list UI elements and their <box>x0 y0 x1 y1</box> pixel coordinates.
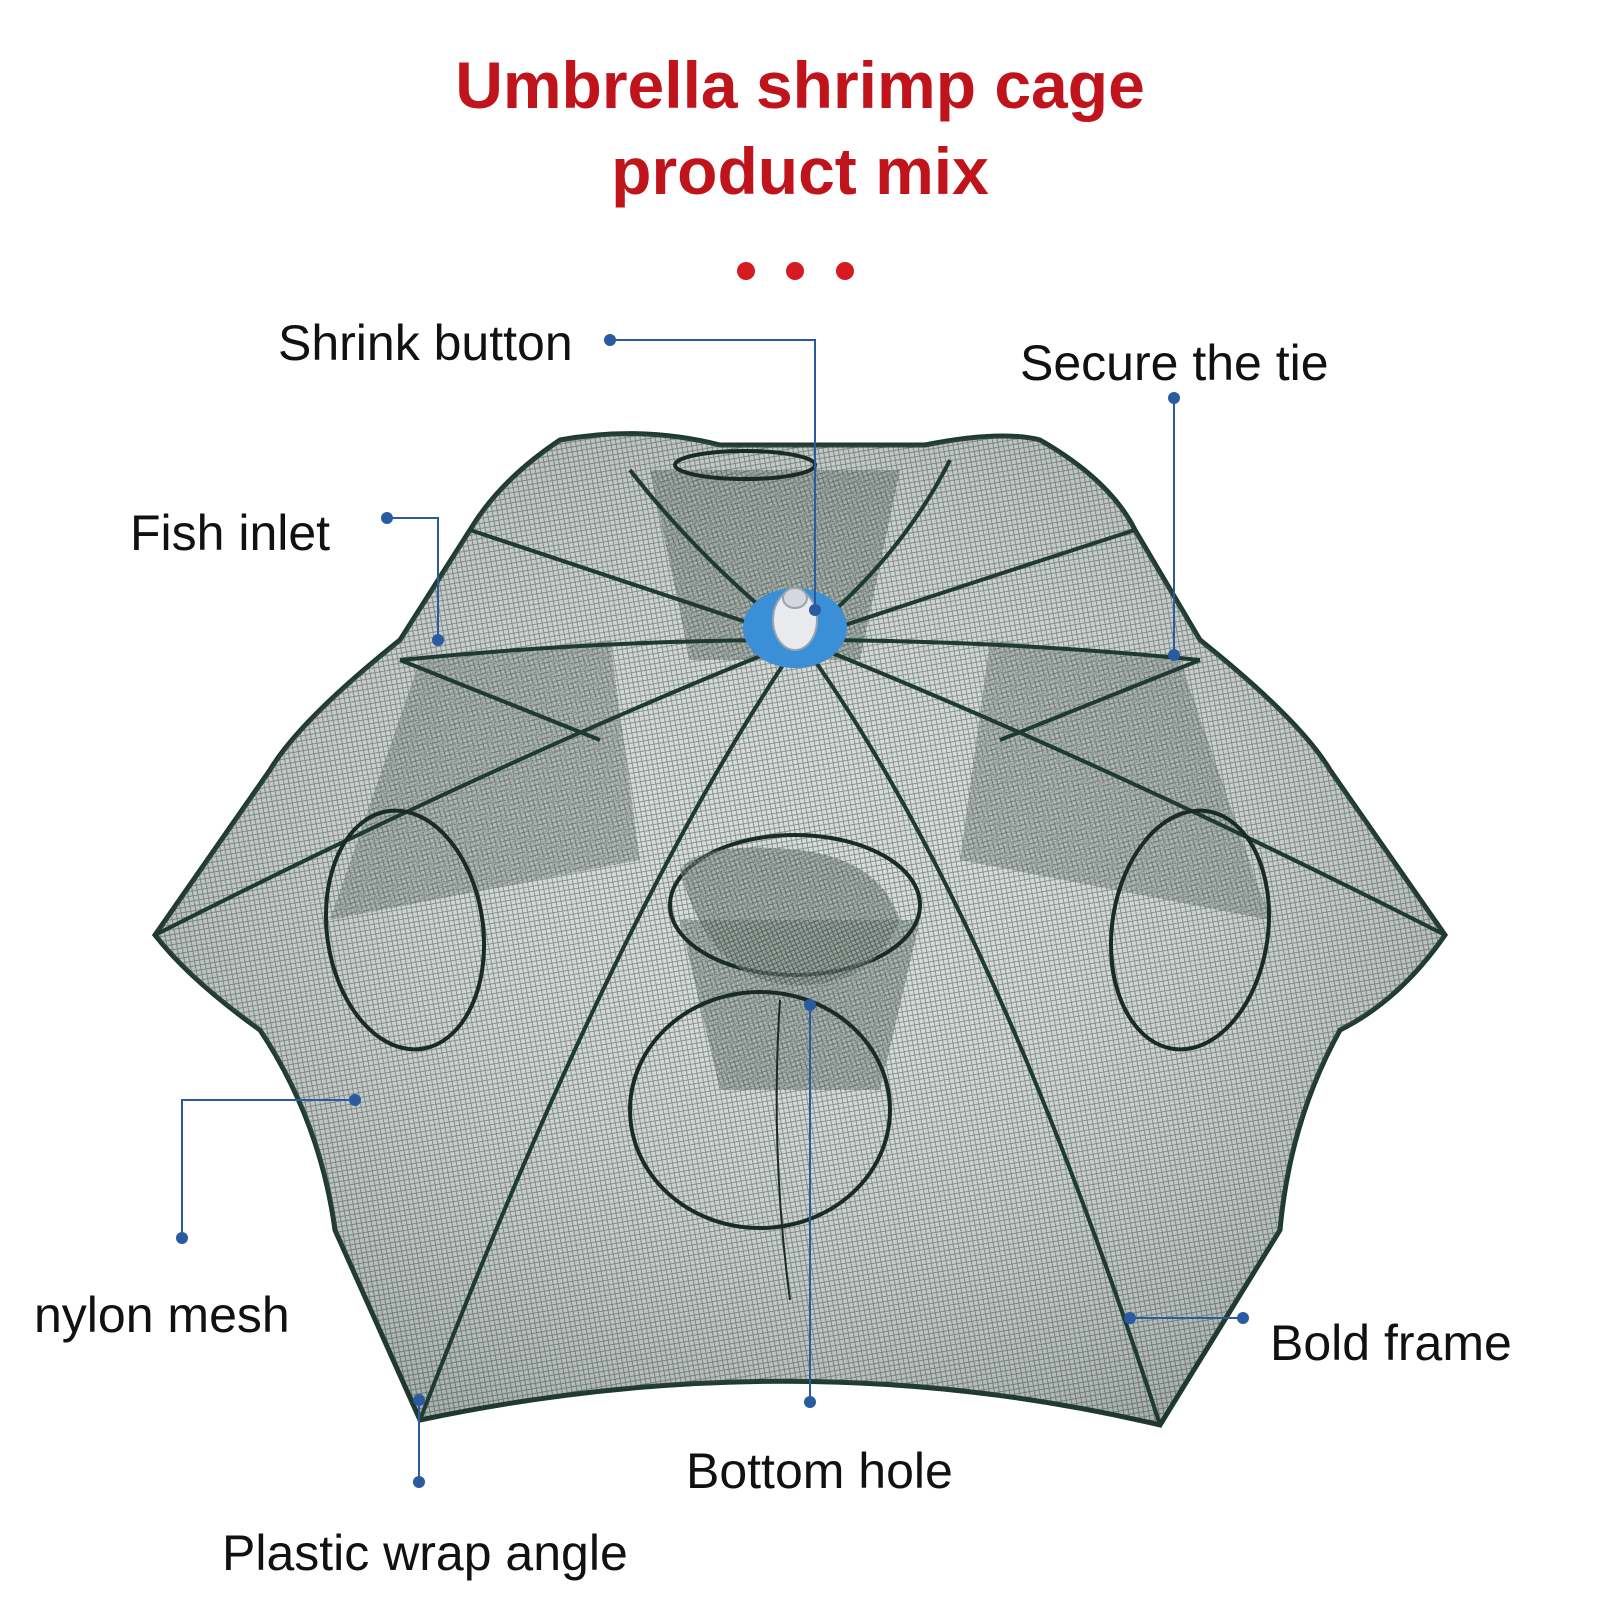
label-bottom-hole: Bottom hole <box>686 1443 953 1499</box>
label-secure-the-tie: Secure the tie <box>1020 335 1329 391</box>
shrink-button-hub <box>743 587 847 668</box>
callout-lines <box>181 339 1243 1482</box>
decor-dot-1 <box>737 262 755 280</box>
label-plastic-wrap-angle: Plastic wrap angle <box>222 1525 628 1581</box>
label-shrink-button: Shrink button <box>278 315 573 371</box>
title-line-1: Umbrella shrimp cage <box>455 48 1145 122</box>
decor-dot-3 <box>836 262 854 280</box>
label-bold-frame: Bold frame <box>1270 1315 1512 1371</box>
label-nylon-mesh: nylon mesh <box>34 1287 290 1343</box>
callout-dots <box>176 334 1249 1488</box>
title-line-2: product mix <box>611 134 989 208</box>
decor-dot-2 <box>786 262 804 280</box>
label-fish-inlet: Fish inlet <box>130 505 331 561</box>
